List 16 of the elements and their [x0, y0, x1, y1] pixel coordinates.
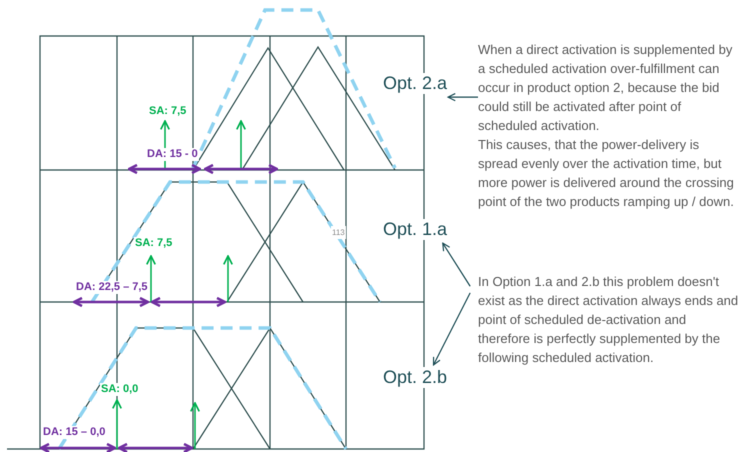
note-text: In Option 1.a and 2.b this problem doesn't exist as the direct activation always ends and point of scheduled de-activation and therefore is perfectly supplemented by the following scheduled activation. [478, 272, 740, 367]
arrow [447, 92, 478, 102]
arrow [432, 292, 471, 366]
value-label: DA: 15 – 0,0 [42, 426, 106, 439]
value-label: DA: 15 - 0 [146, 148, 199, 161]
option-label: Opt. 1.a [382, 219, 448, 240]
note-text: When a direct activation is supplemented by a scheduled activation over-fulfillment can occur in product option 2, because the bid could still be activated after point of scheduled activation. [478, 41, 734, 135]
small-number: 113 [331, 226, 346, 239]
note-text: This causes, that the power-delivery is spread evenly over the activation time, but more power is delivered around the crossing point of the two products ramping up / down. [478, 136, 735, 211]
option-label: Opt. 2.a [382, 73, 448, 94]
value-label: DA: 22,5 – 7,5 [75, 281, 149, 294]
arrow [442, 242, 471, 287]
value-label: SA: 0,0 [100, 383, 140, 396]
value-label: SA: 7,5 [148, 105, 188, 118]
value-label: SA: 7,5 [134, 237, 174, 250]
option-label: Opt. 2.b [382, 367, 448, 388]
